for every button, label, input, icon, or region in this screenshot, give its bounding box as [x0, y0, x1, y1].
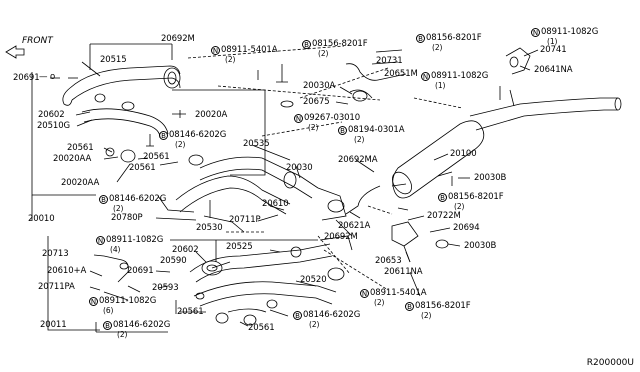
bolt-code-icon: B: [293, 311, 302, 320]
part-label-20602: 20602: [38, 110, 65, 120]
part-label-20030A: 20030A: [303, 81, 336, 91]
nut-code-icon: N: [531, 28, 540, 37]
part-label-20020AA: 20020AA: [61, 178, 100, 188]
part-label-20525: 20525: [226, 242, 253, 252]
bolt-code-icon: B: [405, 302, 414, 311]
leader-lines-dashed: [187, 45, 463, 291]
part-label-20010: 20010: [28, 214, 55, 224]
center-pipe: [175, 156, 347, 233]
bolt-code-icon: B: [338, 126, 347, 135]
nut-code-icon: N: [421, 72, 430, 81]
part-label-20030B: 20030B: [474, 173, 507, 183]
part-label-20741: 20741: [540, 45, 567, 55]
part-label-20780P: 20780P: [111, 213, 143, 223]
part-label-20020AA: 20020AA: [53, 154, 92, 164]
part-label-20561: 20561: [129, 163, 156, 173]
bolt-code-icon: B: [302, 40, 311, 49]
part-label-20561: 20561: [67, 143, 94, 153]
part-label-20610-A: 20610+A: [47, 266, 87, 276]
bolt-code-icon: B: [99, 195, 108, 204]
front-direction-label: FRONT: [22, 36, 53, 46]
part-label-20011: 20011: [40, 320, 67, 330]
part-label-20100: 20100: [450, 149, 477, 159]
part-label-20520: 20520: [300, 275, 327, 285]
part-label-20561: 20561: [143, 152, 170, 162]
part-label-20535: 20535: [243, 139, 270, 149]
part-label-20692M: 20692M: [324, 232, 358, 242]
nut-code-icon: N: [89, 297, 98, 306]
bolt-code-icon: B: [159, 131, 168, 140]
part-label-20561: 20561: [248, 323, 275, 333]
part-label-20692MA: 20692MA: [338, 155, 378, 165]
hardware-upper-left: [105, 110, 204, 213]
part-label-20590: 20590: [160, 256, 187, 266]
muffler-20100: [345, 97, 622, 215]
part-label-20653: 20653: [375, 256, 402, 266]
part-label-20711PA: 20711PA: [38, 282, 75, 292]
bolt-code-icon: B: [416, 34, 425, 43]
nut-code-icon: N: [360, 289, 369, 298]
nut-code-icon: N: [96, 236, 105, 245]
part-label-20020A: 20020A: [195, 110, 228, 120]
front-pipe-lower: [189, 235, 353, 326]
part-label-20030B: 20030B: [464, 241, 497, 251]
part-label-20611NA: 20611NA: [384, 267, 423, 277]
front-pipe-upper: [62, 65, 181, 139]
front-arrow-icon: [5, 45, 25, 59]
diagram-reference-code: R200000U: [586, 358, 634, 368]
part-label-20593: 20593: [152, 283, 179, 293]
part-label-20692M: 20692M: [161, 34, 195, 44]
part-label-20530: 20530: [196, 223, 223, 233]
part-label-20030: 20030: [286, 163, 313, 173]
part-label-20515: 20515: [100, 55, 127, 65]
part-label-20621A: 20621A: [338, 221, 371, 231]
bolt-code-icon: B: [438, 193, 447, 202]
part-label-20722M: 20722M: [427, 211, 461, 221]
part-label-20691: 20691: [13, 73, 40, 83]
part-label-20510G: 20510G: [37, 121, 71, 131]
part-label-20711P: 20711P: [229, 215, 261, 225]
dash-o-icon: — o: [39, 72, 56, 82]
hanger-top-right: [257, 47, 531, 108]
part-label-20651M: 20651M: [384, 69, 418, 79]
part-label-20610: 20610: [262, 199, 289, 209]
bolt-code-icon: B: [103, 321, 112, 330]
part-label-20694: 20694: [453, 223, 480, 233]
part-label-20731: 20731: [376, 56, 403, 66]
part-label-20602: 20602: [172, 245, 199, 255]
hardware-lower-left: [103, 255, 205, 301]
bracket-20011-lower: [47, 236, 318, 333]
part-label-20713: 20713: [42, 249, 69, 259]
part-label-20561: 20561: [177, 307, 204, 317]
part-label-20691: 20691: [127, 266, 154, 276]
part-label-20641NA: 20641NA: [534, 65, 573, 75]
nut-code-icon: N: [294, 114, 303, 123]
leader-lines: [50, 49, 539, 327]
bracket-20010-upper: [31, 43, 266, 220]
nut-code-icon: N: [211, 46, 220, 55]
part-label-20675: 20675: [303, 97, 330, 107]
